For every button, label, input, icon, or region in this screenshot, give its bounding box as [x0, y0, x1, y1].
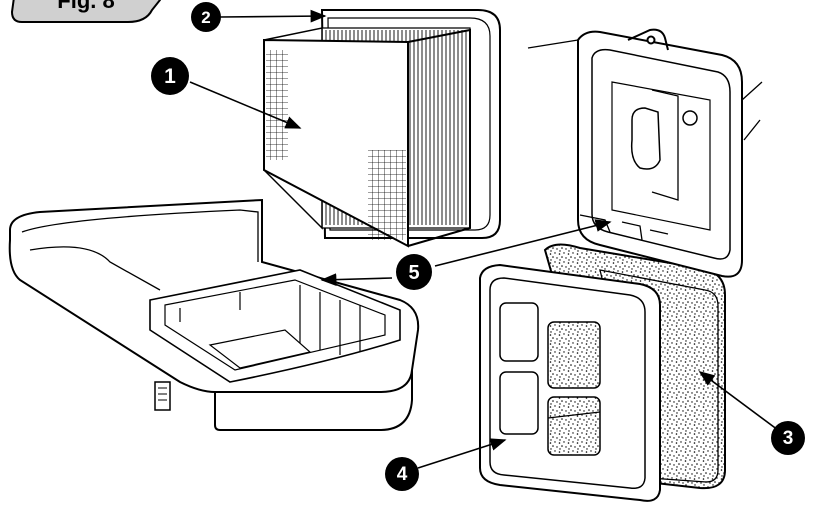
callout-2: 2 — [191, 2, 221, 32]
leader-arrow-5b — [320, 273, 393, 286]
leader-arrows — [189, 9, 779, 469]
callout-3-number: 3 — [783, 428, 794, 449]
leader-arrow-3 — [698, 371, 779, 431]
callout-2-number: 2 — [201, 8, 210, 27]
figure-tag: Fig. 8 — [10, 0, 162, 23]
callout-5-number: 5 — [408, 262, 419, 284]
callout-4-number: 4 — [397, 464, 408, 485]
air-cleaner-base — [8, 198, 420, 431]
leader-arrow-4 — [417, 438, 507, 469]
housing-cover — [527, 28, 763, 278]
callout-4: 4 — [385, 457, 419, 491]
callout-3: 3 — [771, 421, 805, 455]
leader-arrow-5a — [434, 219, 612, 267]
callout-5: 5 — [396, 254, 432, 290]
leader-arrow-2 — [219, 9, 327, 23]
callout-1: 1 — [151, 57, 189, 95]
callout-1-number: 1 — [164, 65, 176, 88]
pre-cleaner-assembly — [479, 243, 726, 502]
leader-arrow-1 — [189, 81, 302, 129]
figure-label: Fig. 8 — [57, 0, 114, 13]
